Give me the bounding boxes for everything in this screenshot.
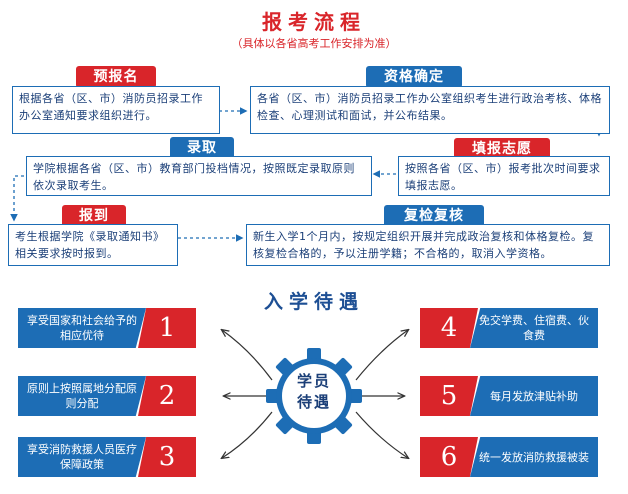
- benefit-number: 3: [138, 437, 196, 477]
- benefit-number: 5: [420, 376, 478, 416]
- hub-arrow-6: [355, 411, 408, 458]
- step-fill-wish-label: 填报志愿: [454, 138, 550, 160]
- benefit-text: 每月发放津贴补助: [470, 376, 598, 416]
- step-qualification-label: 资格确定: [366, 66, 462, 88]
- step-pre-register-box: 根据各省（区、市）消防员招录工作办公室通知要求组织进行。: [12, 86, 220, 134]
- step-fill-wish-box: 按照各省（区、市）报考批次时间要求填报志愿。: [398, 156, 610, 196]
- benefit-number: 2: [138, 376, 196, 416]
- hub-arrow-4: [355, 330, 408, 381]
- step-recheck-label: 复检复核: [384, 205, 484, 227]
- benefit-text: 免交学费、住宿费、伙食费: [470, 308, 598, 348]
- benefit-item-3: 享受消防救援人员医疗保障政策 3: [18, 437, 196, 477]
- step-admission-label: 录取: [170, 137, 234, 159]
- hub-arrow-3: [222, 411, 273, 458]
- benefit-item-5: 5 每月发放津贴补助: [420, 376, 598, 416]
- benefit-text: 享受国家和社会给予的相应优待: [18, 308, 146, 348]
- hub-arrow-1: [222, 330, 273, 381]
- benefit-text: 原则上按照属地分配原则分配: [18, 376, 146, 416]
- benefit-number: 6: [420, 437, 478, 477]
- benefits-title: 入学待遇: [263, 291, 364, 313]
- gear-icon: [266, 348, 362, 444]
- center-line-1: 学员: [296, 372, 331, 390]
- benefit-item-6: 6 统一发放消防救援被装: [420, 437, 598, 477]
- benefit-item-4: 4 免交学费、住宿费、伙食费: [420, 308, 598, 348]
- step-report-label: 报到: [62, 205, 126, 227]
- step-recheck-box: 新生入学1个月内，按规定组织开展并完成政治复核和体格复检。复核复检合格的，予以注…: [246, 224, 610, 266]
- center-line-2: 待遇: [296, 393, 331, 411]
- page-subtitle: （具体以各省高考工作安排为准）: [231, 37, 397, 50]
- benefit-number: 4: [420, 308, 478, 348]
- benefit-item-1: 享受国家和社会给予的相应优待 1: [18, 308, 196, 348]
- arrow-admit-to-report: [10, 175, 24, 222]
- page-title: 报考流程: [262, 10, 366, 34]
- step-report-box: 考生根据学院《录取通知书》相关要求按时报到。: [8, 224, 178, 266]
- step-admission-box: 学院根据各省（区、市）教育部门投档情况，按照既定录取原则依次录取考生。: [26, 156, 372, 196]
- benefit-text: 统一发放消防救援被装: [470, 437, 598, 477]
- benefits-hub: [0, 300, 628, 494]
- benefit-number: 1: [138, 308, 196, 348]
- step-pre-register-label: 预报名: [76, 66, 156, 88]
- benefit-text: 享受消防救援人员医疗保障政策: [18, 437, 146, 477]
- benefits-center-label: 学员 待遇: [283, 371, 345, 413]
- benefit-item-2: 原则上按照属地分配原则分配 2: [18, 376, 196, 416]
- step-qualification-box: 各省（区、市）消防员招录工作办公室组织考生进行政治考核、体格检查、心理测试和面试…: [250, 86, 610, 134]
